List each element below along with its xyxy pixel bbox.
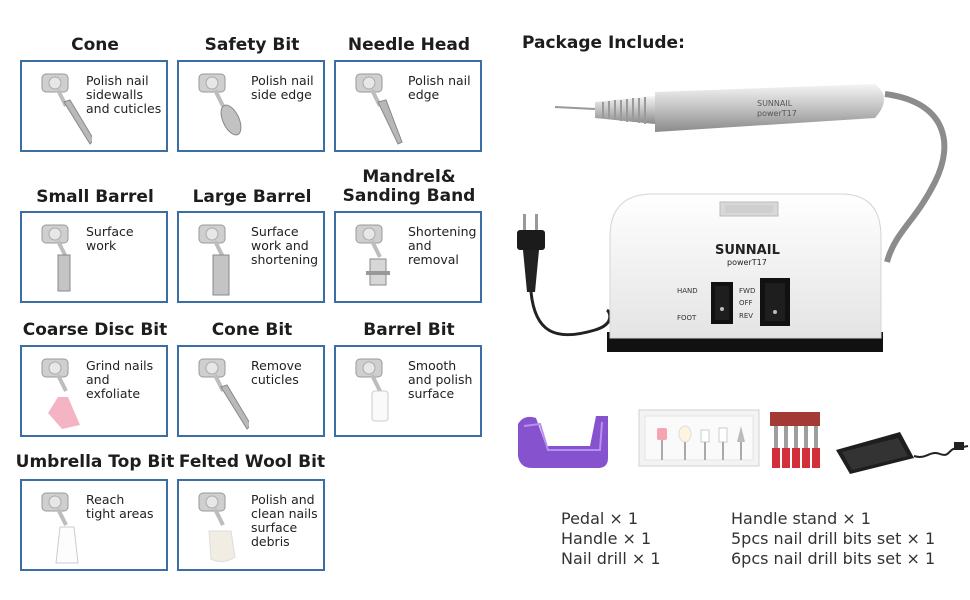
off-label: OFF (739, 299, 753, 307)
bit-description-line: Polish nail (408, 73, 471, 88)
bit-description-line: and removal (408, 238, 459, 267)
large-barrel-bit-icon (198, 224, 230, 296)
foot-label: FOOT (677, 314, 697, 322)
bit-description-line: work and (251, 238, 309, 253)
bit-description-line: Surface (251, 224, 299, 239)
5pcs-bits-set-illustration (770, 412, 820, 468)
bit-title: Cone (71, 35, 119, 55)
bit-description-line: surface (408, 386, 455, 401)
bit-description-line: Smooth (408, 358, 457, 373)
bit-description-line: sidewalls (86, 87, 143, 102)
cone-bit-icon (41, 73, 92, 145)
umbrella-top-bit-icon (41, 492, 79, 564)
bit-description-line: Polish and (251, 492, 315, 507)
bit-description-line: Polish nail (251, 73, 314, 88)
bit-description-line: tight areas (86, 506, 154, 521)
package-item: Pedal × 1 (561, 509, 639, 528)
bit-title-line: Mandrel& (362, 167, 456, 187)
fwd-label: FWD (739, 287, 755, 295)
bit-description-line: surface (251, 520, 298, 535)
bit-title: Small Barrel (36, 187, 154, 207)
foot-pedal-illustration (836, 432, 969, 474)
bit-title: Felted Wool Bit (178, 452, 326, 472)
bit-description-line: Reach (86, 492, 125, 507)
bit-title: Needle Head (347, 35, 471, 55)
coarse-disc-bit-icon (41, 358, 80, 429)
bit-description-line: Polish nail (86, 73, 149, 88)
bit-description-line: and cuticles (86, 101, 162, 116)
cone-bit-icon (198, 358, 249, 430)
bit-title: Safety Bit (204, 35, 300, 55)
small-barrel-bit-icon (41, 224, 71, 292)
bit-description-line: work (86, 238, 117, 253)
package-item: Nail drill × 1 (561, 549, 661, 568)
hand-label: HAND (677, 287, 698, 295)
bit-title: Coarse Disc Bit (22, 320, 168, 340)
power-plug (517, 214, 612, 337)
mandrel-sanding-band-icon (355, 224, 390, 286)
bit-description-line: cuticles (251, 372, 299, 387)
package-item: Handle stand × 1 (731, 509, 871, 528)
safety-bit-icon (198, 73, 242, 136)
bit-description-line: Surface (86, 224, 134, 239)
device-model-text: powerT17 (727, 258, 767, 267)
bit-title: Umbrella Top Bit (15, 452, 175, 472)
bit-title-line: Sanding Band (342, 186, 476, 206)
bit-description-line: and polish (408, 372, 473, 387)
rev-label: REV (739, 312, 753, 320)
package-item: Handle × 1 (561, 529, 652, 548)
bit-title: Mandrel&Sanding Band (314, 168, 504, 206)
needle-head-bit-icon (355, 73, 403, 145)
bit-description-line: side edge (251, 87, 312, 102)
package-title: Package Include: (522, 33, 685, 53)
6pcs-bits-case-illustration (638, 409, 760, 467)
bit-description-line: clean nails (251, 506, 318, 521)
handle-brand-text: SUNNAIL (757, 99, 793, 108)
bit-title: Large Barrel (192, 187, 312, 207)
package-item: 5pcs nail drill bits set × 1 (731, 529, 936, 548)
package-item: 6pcs nail drill bits set × 1 (731, 549, 936, 568)
control-box (607, 193, 883, 352)
device-brand-text: SUNNAIL (715, 243, 780, 258)
bit-description-line: Shortening (408, 224, 477, 239)
handle-stand-illustration (518, 416, 608, 468)
bit-description-line: and exfoliate (86, 372, 141, 401)
bit-description-line: Grind nails (86, 358, 154, 373)
bit-description-line: Remove (251, 358, 302, 373)
handle-model-text: powerT17 (757, 109, 797, 118)
bit-description-line: shortening (251, 252, 319, 267)
barrel-bit-icon (355, 358, 389, 422)
bit-title: Barrel Bit (363, 320, 455, 340)
bit-description-line: edge (408, 87, 440, 102)
bit-description-line: debris (251, 534, 290, 549)
felted-wool-bit-icon (198, 492, 236, 563)
nail-drill-device-illustration: SUNNAIL powerT17 SUNNAIL powerT17 HAND F… (517, 84, 948, 352)
bit-title: Cone Bit (211, 320, 293, 340)
handpiece (554, 84, 884, 132)
